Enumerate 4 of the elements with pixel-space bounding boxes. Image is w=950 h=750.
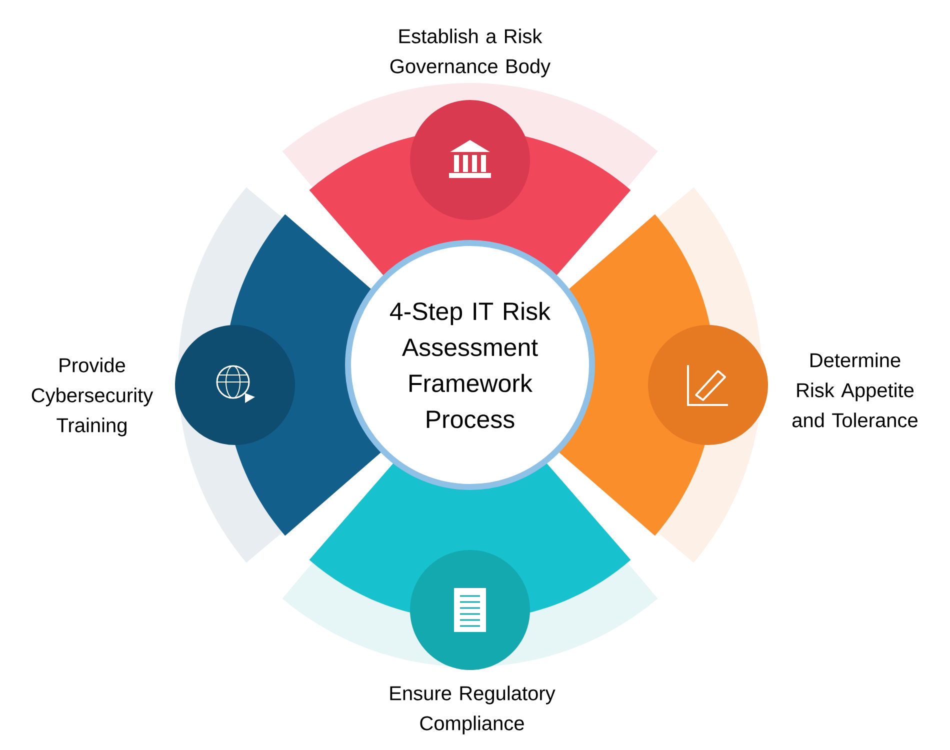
step-label: Provide Cybersecurity Training: [32, 358, 154, 436]
step-label: Establish a Risk Governance Body: [390, 28, 551, 78]
step-label: Determine Risk Appetite and Tolerance: [792, 352, 918, 428]
step-label: Ensure Regulatory Compliance: [390, 686, 556, 734]
